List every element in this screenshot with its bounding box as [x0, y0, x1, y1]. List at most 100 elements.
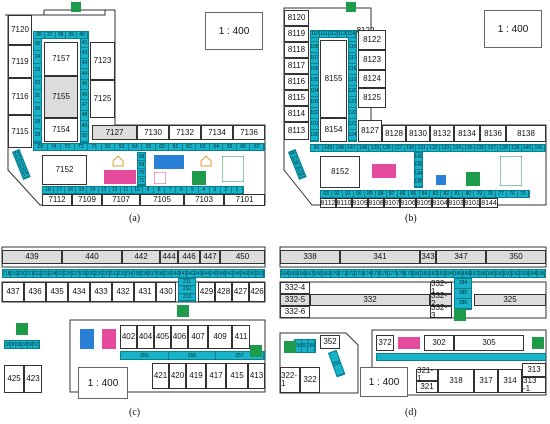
- corridor-cell: 191: [503, 270, 512, 277]
- room: 7123: [90, 42, 115, 80]
- corridor-cell: 285: [455, 289, 471, 299]
- room: 8124: [358, 70, 386, 88]
- corridor-cell: 239: [164, 270, 172, 277]
- corridor-cell: 76: [507, 191, 519, 197]
- corridor-cell: 10: [132, 187, 143, 193]
- room: 321: [416, 381, 438, 393]
- room: 404: [137, 325, 154, 349]
- corridor-cell: 86: [398, 191, 409, 197]
- room: 332-4: [280, 282, 310, 294]
- corridor-cell: 222: [33, 270, 42, 277]
- corridor-cell: 81: [452, 191, 464, 197]
- home-icon: [112, 155, 124, 167]
- corridor-cell: 82: [441, 191, 453, 197]
- corridor-cell: 240: [171, 270, 180, 277]
- room: 7130: [137, 125, 169, 140]
- corridor-cell: 71: [88, 144, 102, 150]
- corridor-cell: 201: [33, 341, 39, 348]
- room: 332-2: [430, 292, 452, 308]
- corridor-cell: 39: [66, 32, 78, 38]
- room: 332: [310, 294, 430, 306]
- elevator-icon: [500, 156, 522, 186]
- corridor-cell: 92: [332, 191, 343, 197]
- corridor-cell: 112: [329, 31, 338, 37]
- room: 417: [206, 363, 226, 389]
- corridor-cell: 234: [125, 270, 134, 277]
- corridor-cell: 106: [311, 64, 318, 75]
- corridor-cell: 118: [349, 64, 356, 75]
- corridor-cell: 122: [349, 108, 356, 119]
- corridor-cell: 172: [347, 270, 356, 277]
- corridor-cell: 169: [322, 270, 331, 277]
- room: 8123: [358, 50, 386, 70]
- room: 429: [198, 282, 215, 302]
- room: 428: [215, 282, 232, 302]
- room: 8125: [358, 88, 386, 108]
- room: 7136: [233, 125, 265, 140]
- caption-b: (b): [405, 213, 417, 224]
- corridor-cell: 188: [479, 270, 488, 277]
- room: 425: [4, 365, 24, 393]
- corridor-cell: 183: [437, 270, 446, 277]
- room: 313: [522, 363, 546, 377]
- corridor-cell: 29: [34, 116, 41, 129]
- corridor-cell: 32: [34, 77, 41, 90]
- room: 423: [24, 365, 42, 393]
- corridor-cell: 33: [34, 64, 41, 77]
- corridor-cell: 236: [141, 270, 149, 277]
- corridor-cell: 249: [240, 270, 249, 277]
- corridor-cell: 79: [474, 191, 486, 197]
- corridor-cell: 257: [216, 352, 264, 359]
- corridor-cell: 235: [133, 270, 142, 277]
- corridor-cell: 14: [87, 187, 99, 193]
- corridor-cell: 167: [305, 270, 314, 277]
- corridor-cell: 60: [156, 144, 170, 150]
- corridor-cell: 40: [77, 32, 88, 38]
- room: 405: [154, 325, 171, 349]
- corridor-cell: 83: [430, 191, 442, 197]
- corridor-cell: 250: [248, 270, 257, 277]
- corridor-cell: 243: [194, 270, 203, 277]
- corridor-cell: 237: [148, 270, 157, 277]
- caption-d: (d): [405, 407, 417, 418]
- room: 407: [188, 325, 208, 349]
- corridor-cell: 185: [454, 270, 463, 277]
- corridor-cell: 29: [34, 144, 48, 150]
- corridor-cell: 91: [343, 191, 354, 197]
- corridor-cell: 130: [405, 145, 417, 151]
- room: 406: [171, 325, 188, 349]
- room: 8106: [400, 198, 416, 208]
- room: 430: [156, 282, 176, 302]
- corridor-cell: 117: [349, 53, 356, 64]
- corridor-cell: 182: [429, 270, 438, 277]
- room: 411: [232, 325, 250, 349]
- corridor-cell: 37: [45, 32, 56, 38]
- corridor-cell: 200: [28, 341, 34, 348]
- corridor-cell: 34: [34, 51, 41, 64]
- corridor-cell: 190: [495, 270, 504, 277]
- corridor-cell: 176: [380, 270, 389, 277]
- room: 440: [62, 250, 122, 264]
- room: 341: [340, 250, 420, 264]
- corridor-cell: 212: [179, 286, 195, 294]
- corridor-cell: 140: [522, 145, 534, 151]
- corridor-cell: 286: [455, 299, 471, 309]
- corridor-cell: 128: [381, 145, 393, 151]
- corridor-cell: 223: [41, 270, 50, 277]
- room: 8144: [480, 198, 498, 208]
- corridor-cell: 119: [349, 75, 356, 86]
- room: 436: [24, 282, 46, 302]
- corridor-cell: 49: [81, 121, 88, 132]
- corridor-cell: 194: [528, 270, 537, 277]
- corridor-cell: 149: [323, 145, 335, 151]
- room: 343: [420, 250, 436, 264]
- room: 8154: [320, 118, 347, 142]
- exit-icon: [16, 323, 28, 335]
- corridor-cell: 221: [26, 270, 34, 277]
